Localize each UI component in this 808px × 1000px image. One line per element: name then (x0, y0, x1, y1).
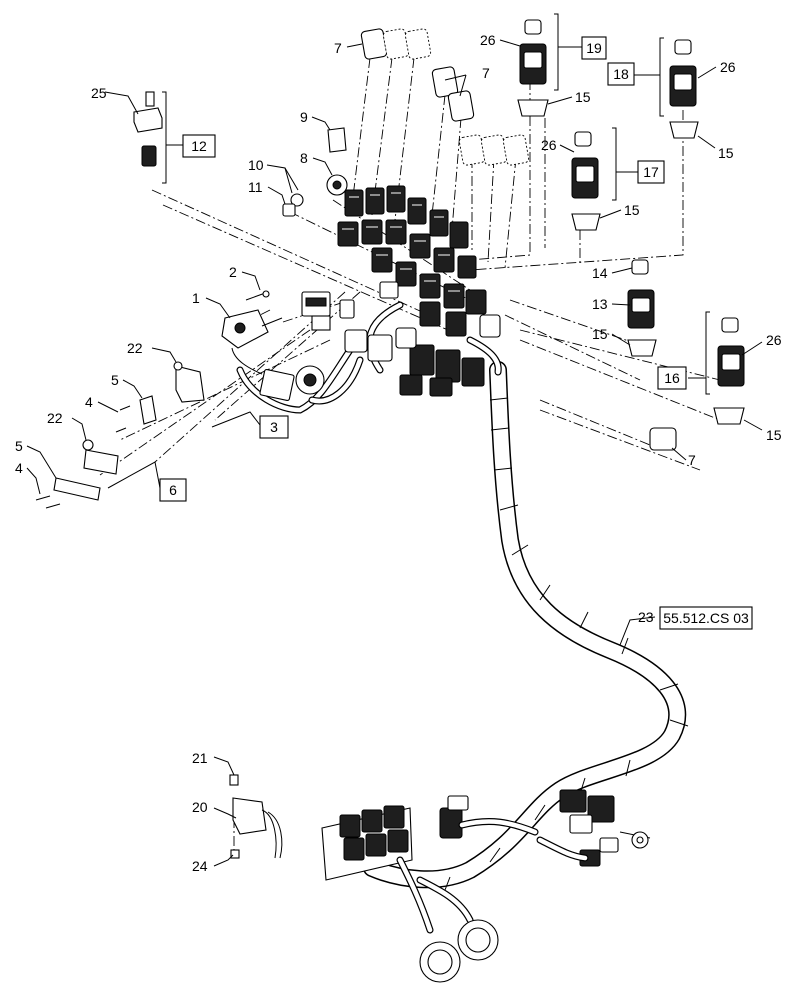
box-16: 16 (664, 370, 680, 386)
switch-group-16 (713, 317, 745, 425)
callout-9: 9 (300, 109, 308, 125)
callout-7-mid: 7 (482, 65, 490, 81)
group-brackets (107, 13, 710, 489)
lower-fuse-box (321, 789, 651, 983)
rotary-switch-25 (133, 91, 163, 167)
callout-11: 11 (248, 179, 263, 195)
callout-21: 21 (192, 750, 208, 766)
callout-22-lower: 22 (47, 410, 63, 426)
callout-7-right: 7 (688, 452, 696, 468)
switch-cap-7 (649, 427, 677, 451)
box-19: 19 (586, 40, 602, 56)
box-3: 3 (270, 419, 278, 435)
boxed-labels: 12 19 18 17 16 3 6 55.512.CS 03 (159, 36, 753, 630)
callout-23: 23 (638, 609, 654, 625)
callout-1: 1 (192, 290, 200, 306)
callout-15-13: 15 (592, 326, 608, 342)
bracket-5-22-lower (35, 439, 119, 509)
callout-2: 2 (229, 264, 237, 280)
callout-4-upper: 4 (85, 394, 93, 410)
box-17: 17 (643, 164, 659, 180)
callout-26-16: 26 (766, 332, 782, 348)
callout-15-17: 15 (624, 202, 640, 218)
callout-7-top: 7 (334, 40, 342, 56)
callout-20: 20 (192, 799, 208, 815)
callout-5-lower: 5 (15, 438, 23, 454)
callout-15-18: 15 (718, 145, 734, 161)
switch-group-13-14 (627, 259, 657, 357)
screw-2 (245, 290, 283, 327)
callout-15-16: 15 (766, 427, 782, 443)
callout-14: 14 (592, 265, 608, 281)
callout-8: 8 (300, 150, 308, 166)
assembly-leader-lines (99, 57, 721, 857)
callout-15-19: 15 (575, 89, 591, 105)
box-12: 12 (191, 138, 207, 154)
switch-group-19 (517, 19, 549, 117)
switch-caps-top (360, 28, 530, 166)
upper-wiring (236, 301, 502, 414)
callout-26-17: 26 (541, 137, 557, 153)
bracket-5-22-upper (115, 361, 205, 433)
knob-9-8-10-11 (282, 127, 348, 217)
callout-5-upper: 5 (111, 372, 119, 388)
callout-25: 25 (91, 85, 107, 101)
callout-22-upper: 22 (127, 340, 143, 356)
relay-part (295, 291, 331, 395)
callout-10: 10 (248, 157, 264, 173)
switch-group-18 (669, 39, 699, 139)
upper-connector-cluster (337, 185, 501, 397)
callout-4-lower: 4 (15, 460, 23, 476)
callout-leaders (26, 39, 763, 867)
box-18: 18 (613, 66, 629, 82)
lower-switch-20 (229, 774, 283, 859)
switch-group-17 (571, 131, 601, 231)
callout-26-18: 26 (720, 59, 736, 75)
sensor-1 (221, 309, 295, 402)
box-6: 6 (169, 482, 177, 498)
ref-box-23: 55.512.CS 03 (663, 610, 749, 626)
callout-labels: 7 7 7 25 9 8 10 11 2 1 22 5 4 22 5 4 26 … (15, 32, 782, 874)
callout-24: 24 (192, 858, 208, 874)
main-harness (363, 361, 689, 891)
callout-13: 13 (592, 296, 608, 312)
callout-26-19: 26 (480, 32, 496, 48)
